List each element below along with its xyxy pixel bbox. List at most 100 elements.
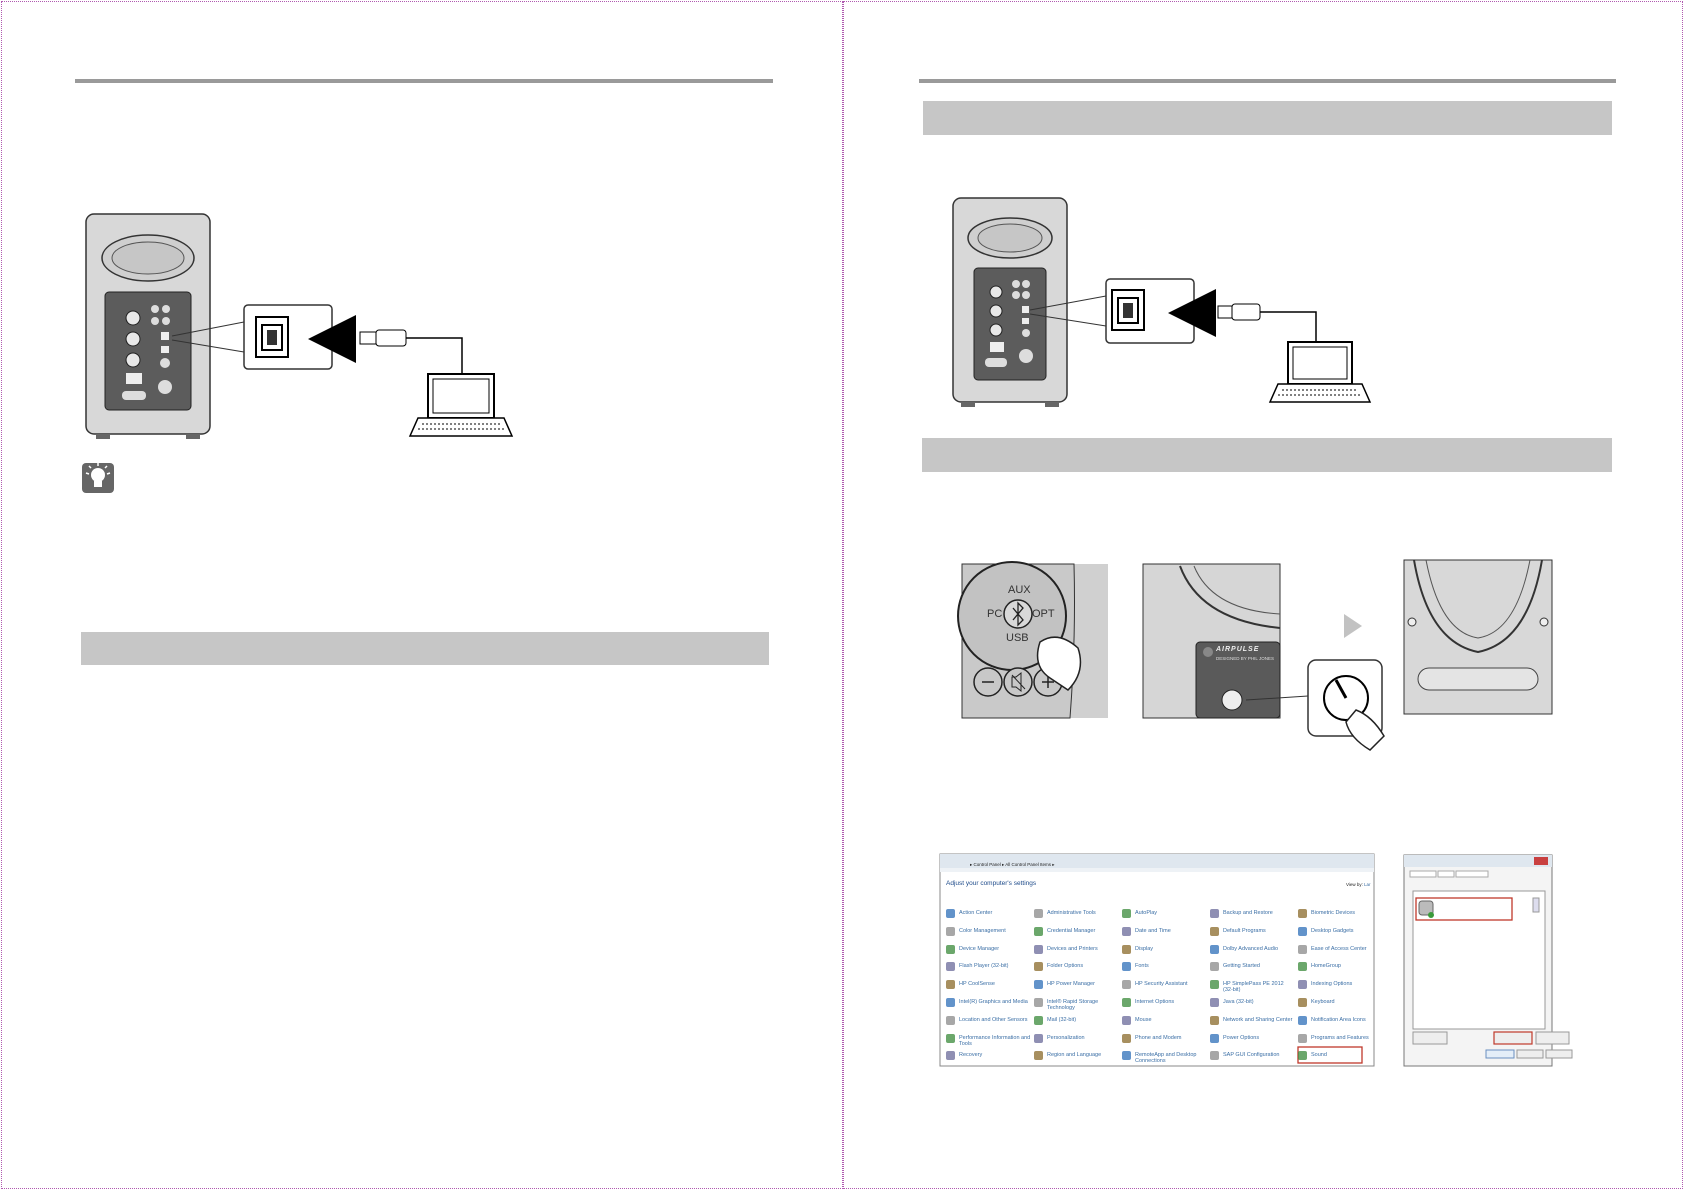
control-panel-item[interactable]: Intel(R) Graphics and Media (959, 999, 1028, 1005)
control-panel-item[interactable]: Intel® Rapid Storage Technology (1047, 999, 1099, 1011)
brand-logo: AIRPULSE (1216, 646, 1260, 653)
control-panel-item-icon (1122, 1051, 1131, 1061)
control-panel-item-icon (1122, 980, 1131, 990)
control-panel-item[interactable]: Location and Other Sensors (959, 1016, 1028, 1023)
selector-aux-label: AUX (1008, 584, 1031, 596)
control-panel-item-icon (1122, 944, 1131, 954)
control-panel-item-icon (1034, 909, 1043, 918)
control-panel-item-icon (1034, 962, 1043, 972)
control-panel-item[interactable]: Network and Sharing Center (1223, 1016, 1293, 1023)
control-panel-item[interactable]: HP Security Assistant (1135, 981, 1188, 988)
control-panel-item[interactable]: Mail (32-bit) (1047, 1016, 1077, 1023)
control-panel-item-icon (1122, 926, 1131, 936)
control-panel-item[interactable]: Date and Time (1135, 927, 1171, 934)
brand-subtitle: DESIGNED BY PHIL JONES (1216, 656, 1275, 661)
control-panel-item-icon (1210, 962, 1219, 972)
lightbulb-icon (82, 463, 114, 493)
control-panel-item-icon (946, 998, 955, 1007)
control-panel-item[interactable]: Color Management (959, 927, 1006, 934)
control-panel-item-icon (1034, 980, 1043, 990)
control-panel-item-icon (1122, 1015, 1131, 1025)
control-panel-item-icon (1298, 1051, 1307, 1061)
control-panel-item[interactable]: Getting Started (1223, 963, 1260, 970)
control-panel-item-icon (1210, 1033, 1219, 1043)
control-panel-item[interactable]: Biometric Devices (1311, 910, 1356, 916)
control-panel-item-icon (946, 926, 955, 936)
speaker-back-left (85, 213, 211, 439)
control-panel-item-icon (1210, 909, 1219, 918)
view-by-label: View by: (1346, 882, 1363, 887)
control-panel-item[interactable]: Action Center (959, 910, 993, 916)
control-panel-heading: Adjust your computer's settings (946, 880, 1037, 887)
control-panel-item-icon (1210, 1015, 1219, 1025)
control-panel-item[interactable]: SAP GUI Configuration (1223, 1052, 1280, 1059)
control-panel-item[interactable]: Devices and Printers (1047, 945, 1098, 952)
control-panel-item-icon (1122, 998, 1131, 1007)
control-panel-item[interactable]: Mouse (1135, 1016, 1152, 1023)
control-panel-item-icon (1298, 1015, 1307, 1025)
selector-usb-label: USB (1006, 632, 1029, 644)
control-panel-item-icon (1034, 1051, 1043, 1061)
laptop-left (408, 373, 514, 437)
control-panel-item[interactable]: Backup and Restore (1223, 910, 1273, 916)
control-panel-item-icon (1298, 926, 1307, 936)
control-panel-item[interactable]: Device Manager (959, 945, 1000, 952)
control-panel-item[interactable]: Phone and Modem (1135, 1034, 1182, 1041)
control-panel-item-icon (946, 1015, 955, 1025)
control-panel-item-icon (1298, 1033, 1307, 1043)
control-panel-item[interactable]: Region and Language (1047, 1052, 1102, 1059)
control-panel-item[interactable]: Sound (1311, 1052, 1327, 1059)
control-panel-item[interactable]: Ease of Access Center (1311, 945, 1367, 952)
control-panel-item-icon (1034, 998, 1043, 1007)
left-section-band (81, 632, 769, 665)
control-panel-item-icon (1210, 980, 1219, 990)
control-panel-item[interactable]: Keyboard (1311, 999, 1335, 1005)
control-panel-item[interactable]: RemoteApp and Desktop Connections (1135, 1052, 1197, 1065)
control-panel-item[interactable]: Flash Player (32-bit) (959, 963, 1009, 970)
selector-opt-label: OPT (1032, 608, 1055, 620)
control-panel-item-icon (1210, 926, 1219, 936)
laptop-right (1268, 341, 1372, 403)
view-mode: Lar (1364, 882, 1371, 887)
control-panel-item[interactable]: HP Power Manager (1047, 981, 1095, 988)
control-panel-item-icon (946, 909, 955, 918)
control-panel-item-icon (1122, 1033, 1131, 1043)
control-panel-item[interactable]: Desktop Gadgets (1311, 927, 1354, 934)
control-panel-item-icon (1298, 909, 1307, 918)
left-header-rule (75, 79, 773, 83)
control-panel-item[interactable]: Programs and Features (1311, 1034, 1369, 1041)
page-border-right (843, 1, 1683, 1189)
control-panel-item[interactable]: Administrative Tools (1047, 910, 1096, 916)
control-panel-item[interactable]: Recovery (959, 1052, 983, 1059)
control-panel-item[interactable]: Personalization (1047, 1034, 1085, 1041)
control-panel-item-icon (1034, 926, 1043, 936)
control-panel-item[interactable]: Java (32-bit) (1223, 999, 1254, 1005)
control-panel-item[interactable]: Performance Information and Tools (959, 1034, 1031, 1047)
control-panel-item-icon (946, 1051, 955, 1061)
control-panel-window (939, 853, 1375, 1067)
control-panel-item-icon (1210, 944, 1219, 954)
control-panel-item-icon (1122, 962, 1131, 972)
control-panel-item-icon (1034, 1015, 1043, 1025)
control-panel-item[interactable]: Fonts (1135, 963, 1149, 970)
control-panel-item[interactable]: Indexing Options (1311, 981, 1353, 988)
control-panel-item[interactable]: Internet Options (1135, 999, 1175, 1005)
control-panel-item[interactable]: Default Programs (1223, 927, 1266, 934)
control-panel-item-icon (1210, 998, 1219, 1007)
control-panel-item-icon (946, 944, 955, 954)
control-panel-item[interactable]: HP CoolSense (959, 981, 995, 988)
control-panel-item[interactable]: Dolby Advanced Audio (1223, 945, 1279, 952)
control-panel-item[interactable]: Folder Options (1047, 963, 1084, 970)
control-panel-item[interactable]: Notification Area Icons (1311, 1016, 1366, 1023)
control-panel-item-icon (1122, 909, 1131, 918)
control-panel-item[interactable]: HomeGroup (1311, 963, 1341, 970)
control-panel-item-icon (1298, 944, 1307, 954)
control-panel-item-icon (1298, 962, 1307, 972)
control-panel-item[interactable]: Power Options (1223, 1034, 1260, 1041)
control-panel-item[interactable]: Display (1135, 945, 1154, 952)
control-panel-item-icon (946, 962, 955, 972)
control-panel-item[interactable]: HP SimplePass PE 2012 (32-bit) (1223, 981, 1284, 994)
control-panel-item[interactable]: Credential Manager (1047, 927, 1096, 934)
control-panel-item-icon (946, 980, 955, 990)
control-panel-item[interactable]: AutoPlay (1135, 910, 1158, 916)
